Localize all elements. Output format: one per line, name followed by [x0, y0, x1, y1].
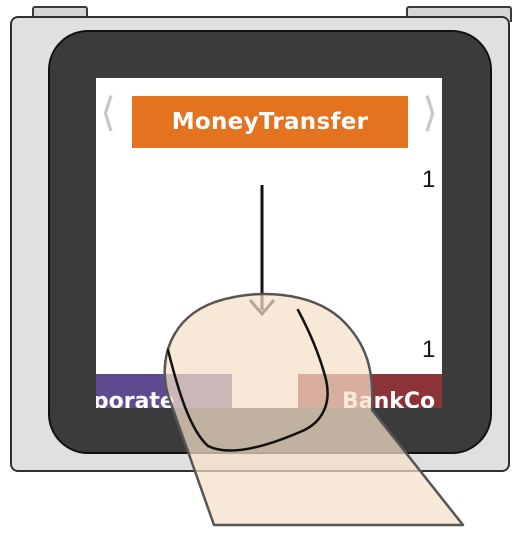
prev-chevron-icon[interactable]: ⟨	[100, 90, 116, 136]
screen-bezel: ⟨ MoneyTransfer ⟩ 1 1 rporate BankCo	[48, 30, 492, 454]
next-chevron-icon[interactable]: ⟩	[422, 90, 438, 136]
tile-corporate-label: rporate	[96, 389, 175, 408]
count-bottom: 1	[422, 336, 436, 363]
tile-bankco[interactable]: BankCo	[298, 374, 442, 408]
tile-bankco-label: BankCo	[342, 389, 436, 408]
count-top: 1	[422, 166, 436, 193]
device-screen[interactable]: ⟨ MoneyTransfer ⟩ 1 1 rporate BankCo	[96, 78, 442, 408]
tile-corporate[interactable]: rporate	[96, 374, 232, 408]
media-player-device: ⟨ MoneyTransfer ⟩ 1 1 rporate BankCo	[10, 16, 510, 472]
app-title: MoneyTransfer	[132, 96, 408, 148]
